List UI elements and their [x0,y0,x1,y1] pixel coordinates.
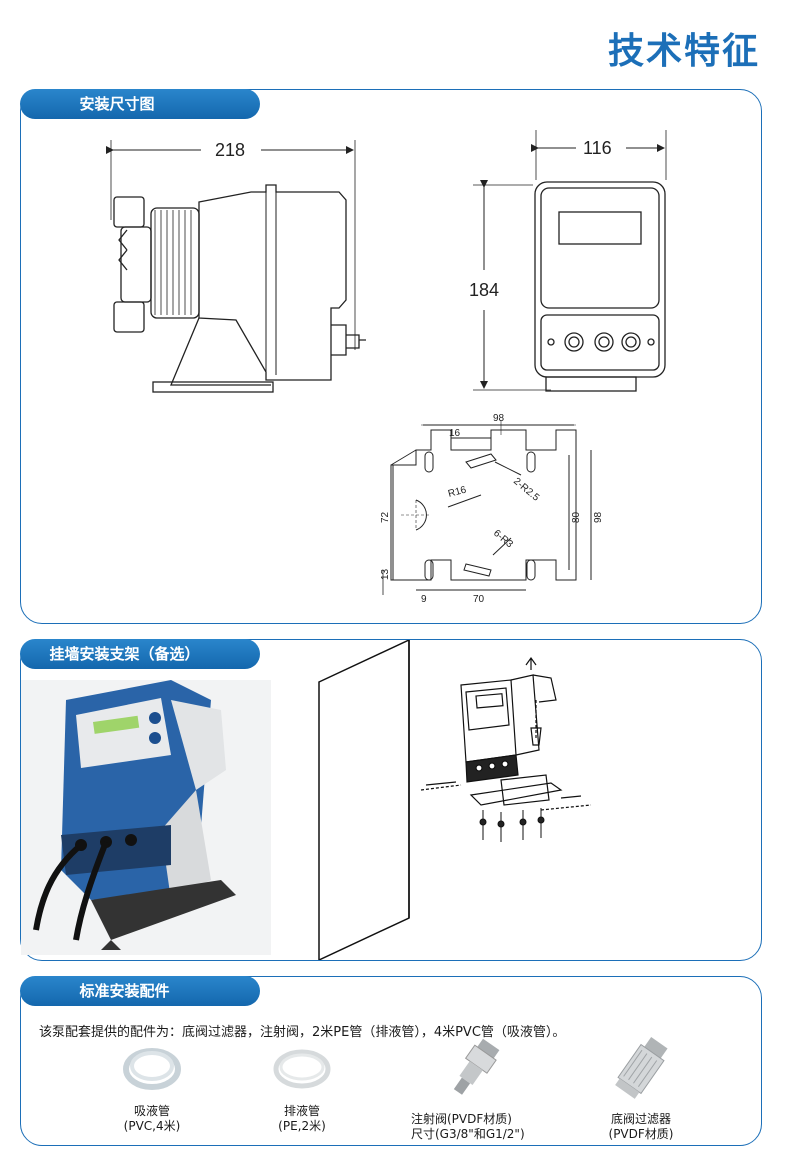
dimension-drawings: 218 116 184 [106,130,667,605]
dim-slot-radius: 2-R2.5 [511,476,541,504]
dim-left-height: 72 [380,511,391,523]
dim-height-label: 184 [469,280,499,300]
section-tab-label: 标准安装配件 [79,981,170,1000]
pump-exploded-view [420,656,592,842]
accessory-spec: (PVC,4米) [123,1119,181,1133]
accessory-discharge-tube: 排液管 (PE,2米) [257,1039,347,1134]
accessory-spec: (PE,2米) [278,1119,326,1133]
accessories-description: 该泵配套提供的配件为：底阀过滤器，注射阀，2米PE管（排液管），4米PVC管（吸… [39,1025,566,1040]
install-dimensions-section: 安装尺寸图 218 [19,88,762,624]
dim-width-label: 218 [215,140,245,160]
pump-photo [21,680,271,955]
dim-hole-span: 70 [473,594,485,605]
dim-circle-radius: R16 [447,484,468,499]
section-tab-accessories: 标准安装配件 [19,975,260,1006]
page-title: 技术特征 [607,31,760,72]
foot-valve-icon [615,1037,668,1099]
pump-side-view [106,140,366,393]
dim-bottom-offset: 13 [380,568,391,580]
accessory-name: 吸液管 [133,1104,170,1118]
section-tab-label: 安装尺寸图 [79,94,155,113]
dim-plate-height: 98 [593,511,604,523]
accessory-injection-valve: 注射阀(PVDF材质) 尺寸(G3/8"和G1/2") [411,1037,561,1142]
wall-panel [318,640,410,960]
accessory-spec: 尺寸(G3/8"和G1/2") [411,1127,525,1141]
accessory-name: 注射阀(PVDF材质) [411,1112,512,1126]
accessory-foot-valve-filter: 底阀过滤器 (PVDF材质) [591,1037,691,1142]
section-tab-wall-bracket: 挂墙安装支架（备选） [19,638,260,669]
dim-inner-height: 80 [571,511,582,523]
dim-depth-label: 116 [583,138,612,158]
accessory-name: 底阀过滤器 [610,1112,671,1126]
pump-front-view [473,130,667,392]
section-tab-label: 挂墙安装支架（备选） [49,644,200,663]
section-tab-dimensions: 安装尺寸图 [19,88,260,119]
tube-coil-icon [273,1049,331,1089]
dim-hole-offset: 16 [449,428,461,439]
accessory-name: 排液管 [283,1104,320,1118]
tube-coil-icon [123,1048,181,1090]
wall-bracket-section: 挂墙安装支架（备选） [19,638,762,961]
dim-left-offset: 9 [421,594,427,605]
accessory-spec: (PVDF材质) [608,1127,674,1141]
standard-accessories-section: 标准安装配件 该泵配套提供的配件为：底阀过滤器，注射阀，2米PE管（排液管），4… [19,975,762,1146]
wall-bracket-illustrations [21,640,592,960]
injection-valve-icon [453,1038,500,1095]
dim-plate-width: 98 [493,413,505,424]
accessory-suction-tube: 吸液管 (PVC,4米) [107,1039,197,1134]
dim-hole-radius: 6-R3 [491,528,515,551]
mounting-plate-drawing [382,420,592,595]
